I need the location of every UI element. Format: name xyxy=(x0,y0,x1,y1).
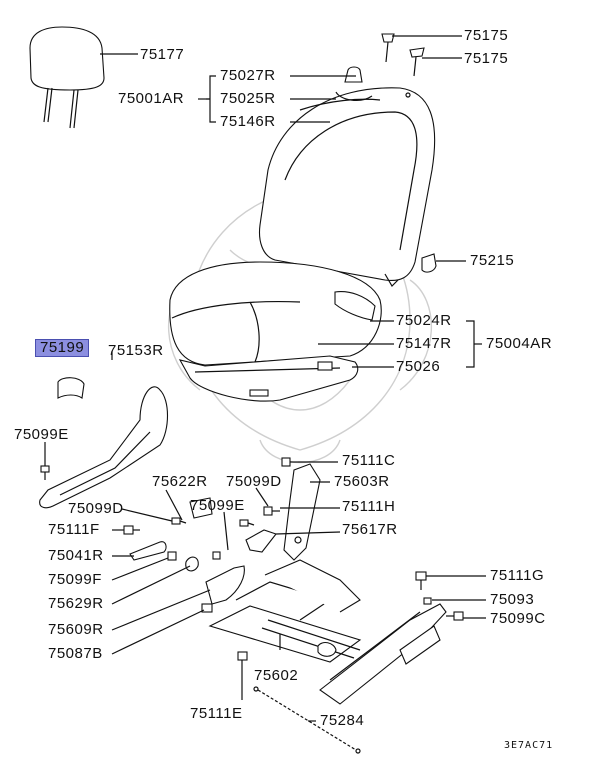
label-75111G: 75111G xyxy=(490,567,545,584)
label-75041R: 75041R xyxy=(48,547,104,564)
label-75175-top: 75175 xyxy=(464,27,509,44)
label-75099C: 75099C xyxy=(490,610,546,627)
label-75025R: 75025R xyxy=(220,90,276,107)
label-75004AR: 75004AR xyxy=(486,335,553,352)
label-75027R: 75027R xyxy=(220,67,276,84)
seat-rails-75602 xyxy=(208,559,447,705)
bolt-75175 xyxy=(381,33,425,77)
label-75153R: 75153R xyxy=(108,342,164,359)
leader-lines xyxy=(44,35,486,722)
seat-back xyxy=(258,66,436,287)
levers-and-brackets xyxy=(129,463,321,605)
headrest xyxy=(29,26,105,129)
cable-75284 xyxy=(253,686,361,754)
label-75111F: 75111F xyxy=(48,521,100,538)
label-75001AR: 75001AR xyxy=(118,90,185,107)
label-75111E: 75111E xyxy=(190,705,243,722)
label-75284: 75284 xyxy=(320,712,365,729)
label-75603R: 75603R xyxy=(334,473,390,490)
label-75099E-center: 75099E xyxy=(190,497,245,514)
label-75099D-right: 75099D xyxy=(226,473,282,490)
cap-75199 xyxy=(57,377,85,399)
label-75199-highlighted[interactable]: 75199 xyxy=(34,339,90,357)
seat-cushion xyxy=(169,261,382,402)
label-75087B: 75087B xyxy=(48,645,103,662)
diagram-code: 3E7AC71 xyxy=(504,740,554,751)
small-bolts xyxy=(40,457,464,670)
label-75026: 75026 xyxy=(396,358,441,375)
label-75024R: 75024R xyxy=(396,312,452,329)
label-75609R: 75609R xyxy=(48,621,104,638)
label-75622R: 75622R xyxy=(152,473,208,490)
label-75617R: 75617R xyxy=(342,521,398,538)
label-75099F: 75099F xyxy=(48,571,102,588)
label-75215: 75215 xyxy=(470,252,515,269)
clip-75215 xyxy=(421,253,437,273)
label-75629R: 75629R xyxy=(48,595,104,612)
label-75147R: 75147R xyxy=(396,335,452,352)
label-75146R: 75146R xyxy=(220,113,276,130)
label-75111C: 75111C xyxy=(342,452,396,469)
label-75099E-left: 75099E xyxy=(14,426,69,443)
label-75177: 75177 xyxy=(140,46,185,63)
label-75602: 75602 xyxy=(254,667,299,684)
label-75175-bottom: 75175 xyxy=(464,50,509,67)
label-75093: 75093 xyxy=(490,591,535,608)
side-shield-75153R xyxy=(39,386,169,509)
label-75111H: 75111H xyxy=(342,498,396,515)
label-75099D-left: 75099D xyxy=(68,500,124,517)
